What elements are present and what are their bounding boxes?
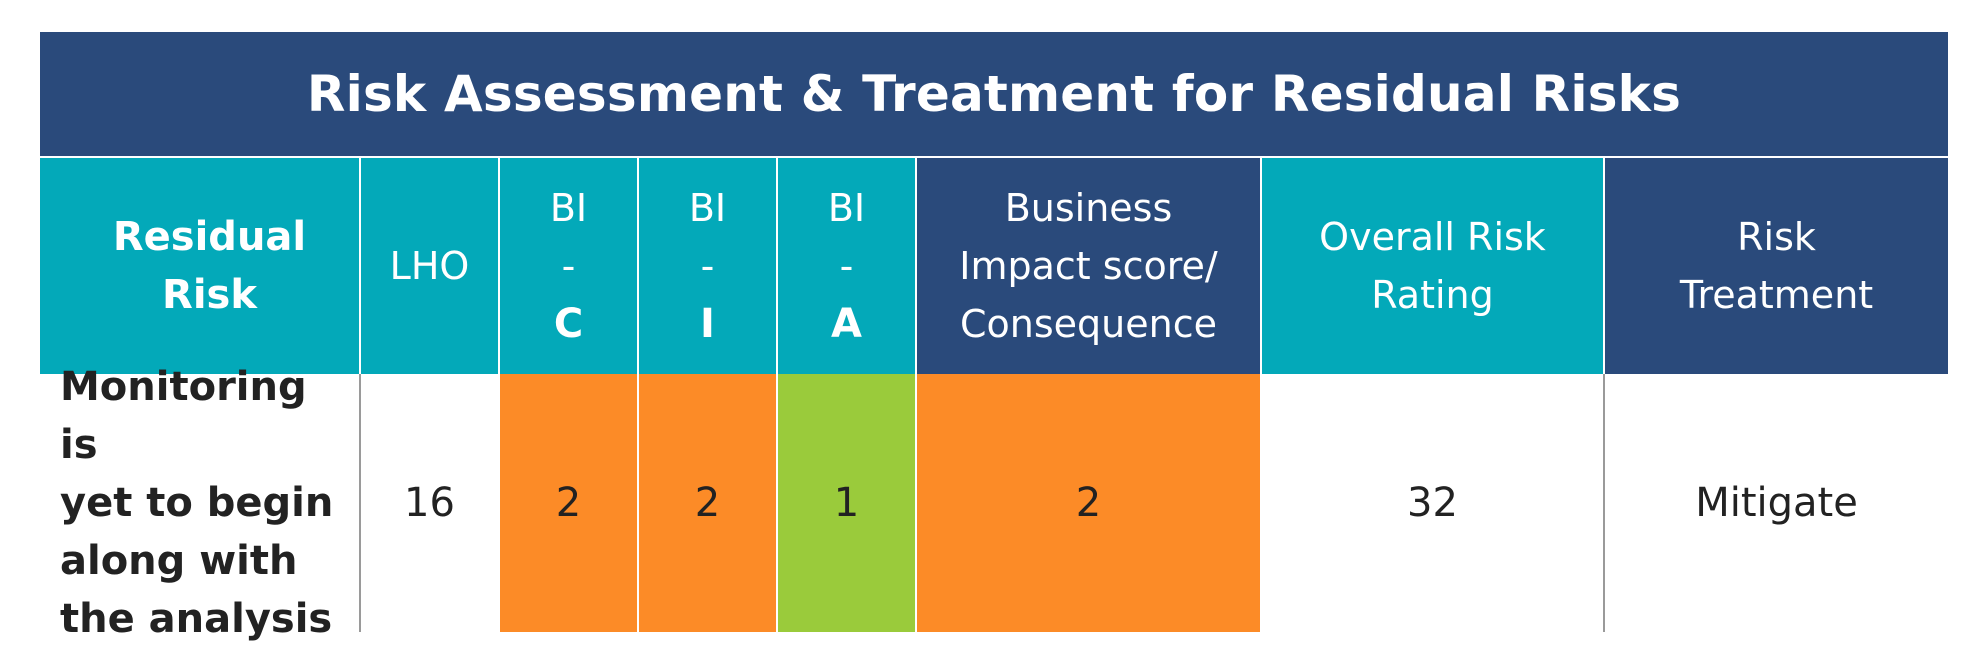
cell-residual-risk-line4: the analysis xyxy=(60,596,333,642)
cell-overall-risk-rating: 32 xyxy=(1262,374,1605,632)
cell-risk-treatment: Mitigate xyxy=(1605,374,1948,632)
header-bi-c-top: BI xyxy=(549,186,588,230)
cell-risk-treatment-value: Mitigate xyxy=(1695,480,1858,526)
header-bi-a-dash: - xyxy=(839,244,854,288)
cell-business-impact-value: 2 xyxy=(1075,480,1102,526)
header-bi-i-letter: I xyxy=(700,301,715,347)
header-overall-risk-rating: Overall Risk Rating xyxy=(1262,158,1605,374)
cell-residual-risk-line2: yet to begin xyxy=(60,480,334,526)
header-bi-a-top: BI xyxy=(827,186,866,230)
cell-bi-a: 1 xyxy=(778,374,917,632)
header-bi-c: BI - C xyxy=(500,158,639,374)
cell-overall-risk-rating-value: 32 xyxy=(1407,480,1458,526)
header-lho: LHO xyxy=(361,158,500,374)
cell-bi-c: 2 xyxy=(500,374,639,632)
header-bi-a: BI - A xyxy=(778,158,917,374)
table-row: Monitoring is yet to begin along with th… xyxy=(40,364,1948,642)
header-business-impact: Business Impact score/ Consequence xyxy=(917,158,1262,374)
header-bi-i-dash: - xyxy=(700,244,715,288)
cell-lho: 16 xyxy=(361,374,500,632)
risk-table: Risk Assessment & Treatment for Residual… xyxy=(40,32,1948,642)
header-business-impact-line1: Business xyxy=(1004,186,1173,230)
cell-residual-risk-line3: along with xyxy=(60,538,298,584)
header-business-impact-line2: Impact score/ xyxy=(959,244,1218,288)
header-bi-c-dash: - xyxy=(561,244,576,288)
header-risk-treatment-line2: Treatment xyxy=(1679,273,1874,317)
header-residual-risk-label: Residual Risk xyxy=(112,214,307,318)
cell-bi-i: 2 xyxy=(639,374,778,632)
cell-bi-a-value: 1 xyxy=(833,480,860,526)
header-bi-i: BI - I xyxy=(639,158,778,374)
header-bi-a-letter: A xyxy=(831,301,862,347)
cell-bi-c-value: 2 xyxy=(555,480,582,526)
header-residual-risk: Residual Risk xyxy=(40,158,361,374)
header-bi-i-top: BI xyxy=(688,186,727,230)
header-business-impact-line3: Consequence xyxy=(960,302,1217,346)
table-title: Risk Assessment & Treatment for Residual… xyxy=(40,32,1948,156)
table-title-text: Risk Assessment & Treatment for Residual… xyxy=(306,65,1682,123)
header-lho-label: LHO xyxy=(389,244,470,288)
cell-residual-risk-line1: Monitoring is xyxy=(60,364,307,468)
header-row: Residual Risk LHO BI - C BI - I BI - A xyxy=(40,156,1948,374)
header-bi-c-letter: C xyxy=(553,301,584,347)
header-overall-risk-rating-line1: Overall Risk xyxy=(1319,215,1546,259)
cell-residual-risk: Monitoring is yet to begin along with th… xyxy=(40,364,361,642)
header-risk-treatment: Risk Treatment xyxy=(1605,158,1948,374)
header-risk-treatment-line1: Risk xyxy=(1737,215,1816,259)
cell-lho-value: 16 xyxy=(404,480,455,526)
cell-bi-i-value: 2 xyxy=(694,480,721,526)
header-overall-risk-rating-line2: Rating xyxy=(1371,273,1494,317)
cell-business-impact: 2 xyxy=(917,374,1262,632)
